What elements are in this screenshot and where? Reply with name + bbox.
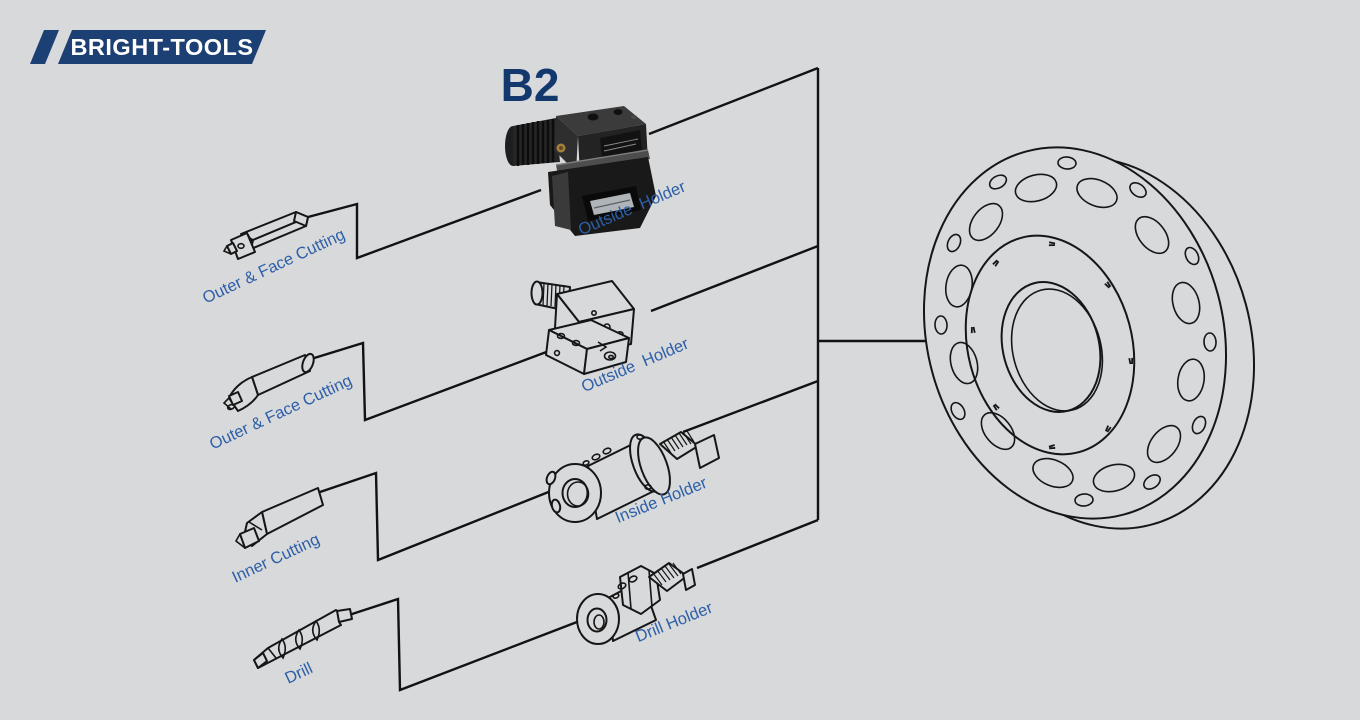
drill-flute1 <box>311 619 321 642</box>
holder2-hole2 <box>571 339 581 347</box>
holder1-brass-screw-center <box>559 146 563 150</box>
holder3-flange-hole2 <box>636 433 644 440</box>
tool3-neck-line <box>248 521 263 531</box>
logo-plate <box>58 30 266 64</box>
holder3-thread-lines <box>662 430 695 454</box>
drill-edge <box>267 647 277 659</box>
holder3-port3 <box>582 460 590 466</box>
holder2-outside-drawing <box>530 280 635 375</box>
holder2-screw-dot <box>590 309 597 316</box>
holder3-shank-end <box>694 434 720 469</box>
brand-name: BRIGHT-TOOLS <box>70 34 253 60</box>
holder4-port2 <box>628 575 638 583</box>
tool3-insert <box>239 527 260 549</box>
holder1-top-hole <box>587 113 599 121</box>
tool4-drill-drawing <box>253 608 353 669</box>
tool1-end-face <box>293 211 309 227</box>
holder4-port1 <box>617 582 627 590</box>
holder4-shank-end <box>682 568 696 591</box>
holder1-bracket-arm <box>552 172 571 230</box>
holder3-inside-drawing <box>545 430 720 523</box>
holder2-lower-right <box>583 337 630 375</box>
holder4-bore <box>586 607 608 633</box>
disc-screw-marks <box>970 241 1134 450</box>
holder4-bore-inner <box>593 614 605 630</box>
tool4-to-holder4-line <box>348 597 578 692</box>
tool2-tip <box>222 397 232 410</box>
tool1-to-holder1-line <box>307 188 542 260</box>
holder2-hole3 <box>553 349 561 357</box>
holder1-insert-line <box>593 199 631 209</box>
holder1-left-face <box>554 116 578 172</box>
holder4-to-turret-line <box>696 518 819 570</box>
holder3-bore-chamfer <box>566 481 590 507</box>
holder3-port1 <box>591 453 601 461</box>
holder2-slot-center <box>607 354 614 360</box>
tool2-tip-oval <box>226 403 236 411</box>
tool3-inner-cutter-drawing <box>234 487 324 549</box>
model-label: B2 <box>501 59 560 111</box>
holder1-top-dot <box>631 115 637 119</box>
disc-bolt-holes <box>934 156 1217 507</box>
holder3-lock-tab2 <box>550 498 562 514</box>
tool3-to-holder3-line <box>319 471 552 562</box>
tool1-tip <box>222 245 232 255</box>
holder1-top-face <box>556 106 646 136</box>
logo-stripe <box>30 30 59 64</box>
disc-bore-chamfer <box>1010 288 1104 412</box>
disc-station-holes <box>944 173 1206 493</box>
holder3-to-turret-line <box>682 379 819 434</box>
holder4-thread-lines <box>652 562 682 586</box>
holder1-to-turret-line <box>648 66 819 136</box>
holder1-b2-photo <box>505 106 656 236</box>
holder2-slot-hole <box>603 351 617 361</box>
holder3-flange-hole1 <box>644 483 652 490</box>
drill-flute2 <box>294 628 304 651</box>
tool1-outer-face-cutter-drawing <box>222 211 309 260</box>
holder4-drill-drawing <box>576 562 696 645</box>
drill-tip-face <box>253 652 268 669</box>
tool1-screw <box>237 242 245 250</box>
holder2-shank-end <box>530 280 544 306</box>
tool3-tip <box>234 533 246 549</box>
holder1-plate-text-lines <box>603 138 639 152</box>
tool2-body <box>251 354 311 396</box>
tool1-head-edge <box>246 232 254 244</box>
tool1-insert <box>226 242 238 255</box>
holder1-top-hole2 <box>613 109 623 115</box>
holder3-lock-tab1 <box>545 470 557 486</box>
connector-lines <box>307 66 951 692</box>
tool2-insert <box>228 391 243 406</box>
tool2-end-cap <box>301 352 315 374</box>
holder3-flange2 <box>637 436 671 496</box>
holder1-clamp-highlight <box>555 149 649 166</box>
tool4-label: Drill <box>282 659 315 687</box>
drill-flute3 <box>277 637 287 660</box>
holder3-port2 <box>602 447 612 455</box>
holder2-notch <box>597 341 608 352</box>
turret-disc-drawing <box>922 146 1256 530</box>
brand-logo: BRIGHT-TOOLS <box>30 30 266 64</box>
holder2-to-turret-line <box>650 244 819 313</box>
tool3-body <box>261 487 324 535</box>
tool2-outer-face-cutter-drawing <box>222 352 315 412</box>
holder4-port3 <box>612 592 620 600</box>
holder2-hole1 <box>556 332 566 340</box>
tool2-to-holder2-line <box>310 341 550 422</box>
holder1-knurl-lines <box>516 119 555 166</box>
